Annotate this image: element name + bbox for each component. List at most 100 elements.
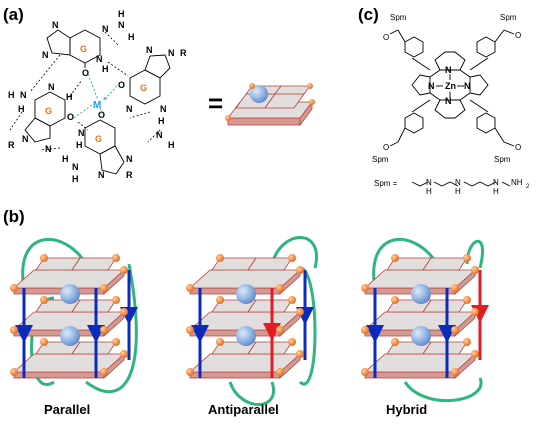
carbonyl-o: O: [383, 33, 389, 42]
ion-sphere: [236, 284, 256, 304]
atom-r: R: [126, 170, 133, 180]
atom-h: H: [18, 104, 25, 114]
metal-ion-label: M: [93, 100, 101, 111]
spm-definition: Spm = N H N H N H NH 2: [374, 178, 530, 196]
structure-hybrid: [361, 238, 489, 403]
ion-sphere: [411, 326, 431, 346]
node-dot: [216, 338, 224, 346]
atom-n: N: [464, 81, 471, 91]
guanine-letter: G: [140, 83, 147, 93]
porphyrin-core: N N N N Zn: [411, 51, 489, 119]
g-quartet-tile: [247, 299, 293, 313]
node-dot: [10, 326, 18, 334]
tile-side: [13, 371, 105, 379]
atom-n: N: [96, 54, 103, 64]
amine-n: N: [455, 178, 461, 187]
node-dot: [288, 338, 296, 346]
atom-o: O: [118, 80, 125, 90]
atom-n: N: [72, 162, 79, 172]
atom-n: N: [428, 81, 435, 91]
loop: [372, 238, 439, 289]
atom-n: N: [146, 45, 153, 55]
loop: [465, 239, 484, 269]
terminal-amine: NH: [511, 178, 523, 187]
node-dot: [276, 368, 284, 376]
atom-h: H: [102, 64, 109, 74]
amine-h: H: [493, 187, 499, 196]
atom-n: N: [78, 128, 85, 138]
node-dot: [120, 266, 128, 274]
terminal-subscript: 2: [526, 184, 530, 190]
atom-n: N: [45, 144, 52, 154]
guanine-letter: G: [80, 44, 87, 54]
atom-n: N: [22, 134, 29, 144]
g-quartet-tile: [247, 257, 293, 271]
node-dot: [120, 308, 128, 316]
atom-n: N: [126, 154, 133, 164]
node-dot: [361, 284, 369, 292]
atom-h: H: [168, 140, 175, 150]
atom-n: N: [48, 82, 55, 92]
atom-n: N: [445, 65, 452, 75]
node-dot: [391, 338, 399, 346]
atom-n: N: [156, 130, 163, 140]
node-dot: [361, 368, 369, 376]
atom-h: H: [66, 92, 73, 102]
g-quartet-tile: [247, 341, 293, 355]
ion-sphere: [60, 284, 80, 304]
metal-charge: +: [103, 96, 107, 103]
spm-def-label: Spm =: [374, 179, 398, 188]
node-dot: [391, 254, 399, 262]
node-dot: [361, 326, 369, 334]
node-dot: [40, 296, 48, 304]
g-quartet: [225, 83, 315, 127]
guanine-top: G N N N O N N H H H: [42, 9, 135, 78]
node-dot: [112, 338, 120, 346]
node-dot: [186, 368, 194, 376]
spm-label: Spm: [494, 155, 511, 164]
node-dot: [463, 254, 471, 262]
carbonyl-o: O: [383, 143, 389, 152]
caption-parallel: Parallel: [44, 402, 90, 417]
node-dot: [225, 115, 231, 121]
node-dot: [471, 266, 479, 274]
node-dot: [40, 254, 48, 262]
node-dot: [186, 326, 194, 334]
atom-n: N: [20, 90, 27, 100]
amine-n: N: [426, 178, 432, 187]
atom-h: H: [8, 90, 15, 100]
node-dot: [216, 254, 224, 262]
amine-n: N: [493, 178, 499, 187]
spm-label: Spm: [390, 13, 407, 22]
g-quartet-tile: [71, 257, 117, 271]
loop: [298, 266, 317, 386]
node-dot: [471, 308, 479, 316]
node-dot: [296, 266, 304, 274]
node-dot: [276, 284, 284, 292]
loop: [270, 236, 318, 269]
structure-antiparallel: [186, 236, 318, 406]
amine-h: H: [426, 187, 432, 196]
spm-label: Spm: [372, 155, 389, 164]
atom-n: N: [98, 170, 105, 180]
node-dot: [40, 338, 48, 346]
atom-h: H: [128, 32, 135, 42]
tile-side: [189, 371, 281, 379]
node-dot: [471, 350, 479, 358]
node-dot: [451, 368, 459, 376]
g-quartet-tile: [71, 299, 117, 313]
node-dot: [112, 296, 120, 304]
atom-n: N: [52, 20, 59, 30]
node-dot: [112, 254, 120, 262]
node-dot: [296, 308, 304, 316]
guanine-letter: G: [95, 134, 102, 144]
atom-n: N: [445, 96, 452, 106]
node-dot: [216, 296, 224, 304]
atom-n: N: [102, 24, 109, 34]
caption-hybrid: Hybrid: [386, 402, 427, 417]
atom-n: N: [168, 48, 175, 58]
g-quartet-tile: [71, 341, 117, 355]
node-dot: [120, 350, 128, 358]
node-dot: [249, 83, 255, 89]
